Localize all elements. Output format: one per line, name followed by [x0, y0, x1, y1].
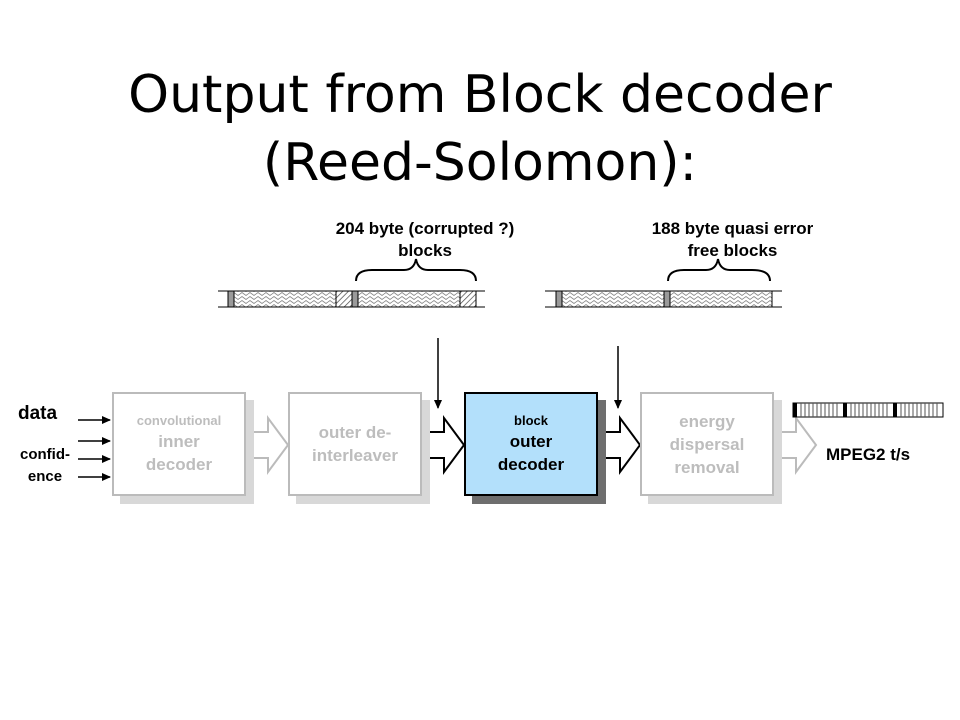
- block2-line1: outer de-: [318, 423, 392, 442]
- block1-line3: decoder: [145, 455, 213, 474]
- block-arrow-4: [777, 414, 818, 476]
- stream-204-byte: [218, 290, 485, 308]
- block-arrow-3: [601, 414, 642, 476]
- stream-188-byte: [545, 290, 782, 308]
- block-inner-decoder: convolutional inner decoder: [112, 392, 246, 496]
- block4-line1: energy: [679, 411, 735, 431]
- input-label-confidence: confid- ence: [14, 444, 76, 488]
- input-label-data: data: [18, 403, 58, 424]
- block4-line3: removal: [674, 457, 740, 477]
- block3-line3: decoder: [497, 455, 565, 474]
- caption-188-line2: free blocks: [687, 241, 778, 260]
- slide-title-line1: Output from Block decoder: [128, 65, 832, 125]
- caption-188-line1: 188 byte quasi error: [651, 219, 814, 238]
- brace-left: [355, 258, 477, 282]
- block2-line2: interleaver: [312, 446, 398, 465]
- brace-right: [667, 258, 771, 282]
- block1-line1: convolutional: [136, 413, 222, 428]
- mpeg2-stream: [792, 402, 944, 418]
- block-arrow-2: [425, 414, 466, 476]
- caption-204-byte: 204 byte (corrupted ?) blocks: [300, 218, 550, 262]
- block-arrow-1: [249, 414, 290, 476]
- block4-line2: dispersal: [669, 434, 745, 454]
- block3-line2: outer: [509, 432, 553, 451]
- caption-204-line2: blocks: [398, 241, 452, 260]
- block-outer-decoder: block outer decoder: [464, 392, 598, 496]
- confidence-line1: confid-: [20, 446, 70, 463]
- output-label-mpeg2: MPEG2 t/s: [826, 445, 911, 464]
- slide-title-line2: (Reed-Solomon):: [262, 133, 698, 193]
- caption-204-line1: 204 byte (corrupted ?): [335, 219, 515, 238]
- block-energy-dispersal-removal: energy dispersal removal: [640, 392, 774, 496]
- block3-line1: block: [514, 413, 548, 428]
- confidence-line2: ence: [27, 468, 63, 485]
- block1-line2: inner: [158, 432, 200, 451]
- caption-188-byte: 188 byte quasi error free blocks: [605, 218, 860, 262]
- block-outer-deinterleaver: outer de- interleaver: [288, 392, 422, 496]
